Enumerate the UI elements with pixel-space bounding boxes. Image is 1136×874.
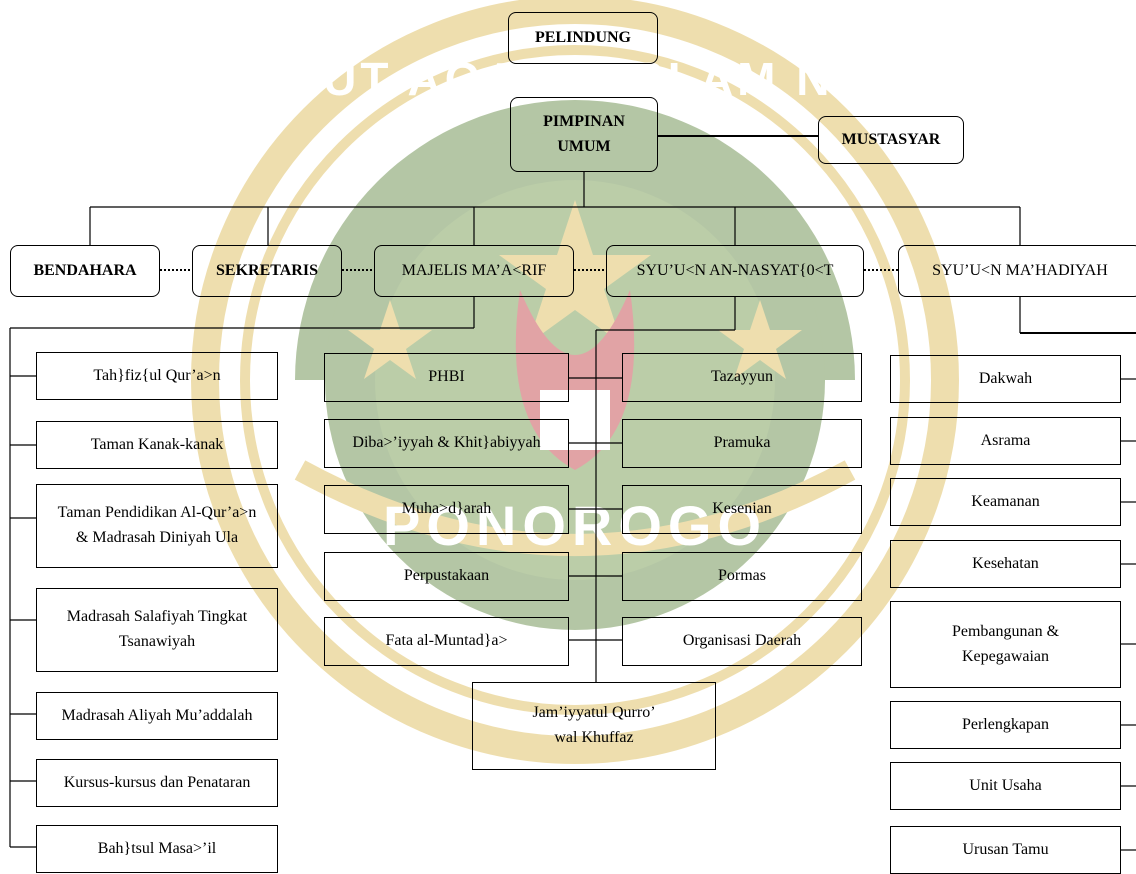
unit-mahadiyah: Unit Usaha — [890, 762, 1121, 810]
unit-majelis-label: Madrasah Salafiyah Tingkat Tsanawiyah — [66, 608, 248, 650]
unit-nasyat-right: Pramuka — [622, 419, 862, 468]
unit-nasyat-right: Pormas — [622, 552, 862, 601]
unit-nasyat-right-label: Organisasi Daerah — [682, 632, 802, 650]
unit-mahadiyah: Urusan Tamu — [890, 826, 1121, 874]
node-bendahara: BENDAHARA — [10, 245, 160, 297]
unit-majelis: Madrasah Aliyah Mu’addalah — [36, 692, 278, 740]
unit-mahadiyah-label: Asrama — [980, 431, 1031, 449]
unit-nasyat-right: Kesenian — [622, 485, 862, 534]
watermark-place-text: PONOROGO — [383, 494, 767, 557]
unit-jamiyyatul-qurro: Jam’iyyatul Qurro’ wal Khuffaz — [472, 682, 716, 770]
unit-nasyat-left: Muha>d}arah — [324, 485, 569, 534]
node-syuun-nasyat: SYU’U<N AN-NASYAT{0<T — [606, 245, 864, 297]
unit-mahadiyah: Keamanan — [890, 478, 1121, 526]
unit-mahadiyah-label: Urusan Tamu — [962, 840, 1049, 858]
node-majelis-maarif: MAJELIS MA’A<RIF — [374, 245, 574, 297]
unit-nasyat-left-label: Muha>d}arah — [401, 500, 492, 518]
unit-majelis: Taman Pendidikan Al-Qur’a>n & Madrasah D… — [36, 484, 278, 568]
unit-mahadiyah: Pembangunan & Kepegawaian — [890, 601, 1121, 688]
unit-nasyat-left-label: Diba>’iyyah & Khit}abiyyah — [352, 434, 541, 452]
unit-nasyat-right-label: Tazayyun — [711, 368, 773, 386]
unit-mahadiyah-label: Perlengkapan — [961, 715, 1050, 733]
unit-nasyat-right: Tazayyun — [622, 353, 862, 402]
node-syuun-mahadiyah-label: SYU’U<N MA’HADIYAH — [932, 261, 1108, 279]
unit-jamiyyatul-qurro-label: Jam’iyyatul Qurro’ wal Khuffaz — [532, 704, 656, 746]
node-pelindung-label: PELINDUNG — [534, 28, 631, 46]
node-bendahara-label: BENDAHARA — [33, 261, 137, 279]
unit-nasyat-left-label: Fata al-Muntad}a> — [385, 632, 508, 650]
node-mustasyar-label: MUSTASYAR — [841, 130, 941, 148]
unit-nasyat-right-label: Kesenian — [712, 500, 772, 518]
unit-nasyat-left: PHBI — [324, 353, 569, 402]
unit-majelis: Tah}fiz{ul Qur’a>n — [36, 352, 278, 400]
unit-nasyat-right-label: Pramuka — [713, 434, 771, 452]
unit-majelis-label: Madrasah Aliyah Mu’addalah — [61, 706, 253, 724]
unit-nasyat-right: Organisasi Daerah — [622, 617, 862, 666]
unit-nasyat-left: Perpustakaan — [324, 552, 569, 601]
unit-majelis: Taman Kanak-kanak — [36, 421, 278, 469]
unit-majelis: Madrasah Salafiyah Tingkat Tsanawiyah — [36, 588, 278, 672]
unit-mahadiyah: Kesehatan — [890, 540, 1121, 588]
unit-mahadiyah-label: Unit Usaha — [969, 776, 1042, 794]
unit-mahadiyah-label: Kesehatan — [972, 554, 1039, 572]
unit-nasyat-left-label: PHBI — [428, 368, 465, 386]
node-syuun-nasyat-label: SYU’U<N AN-NASYAT{0<T — [636, 261, 834, 279]
unit-nasyat-left: Fata al-Muntad}a> — [324, 617, 569, 666]
unit-majelis: Bah}tsul Masa>’il — [36, 825, 278, 873]
unit-nasyat-left: Diba>’iyyah & Khit}abiyyah — [324, 419, 569, 468]
unit-majelis-label: Taman Pendidikan Al-Qur’a>n & Madrasah D… — [57, 504, 257, 546]
node-pelindung: PELINDUNG — [508, 12, 658, 64]
unit-nasyat-right-label: Pormas — [718, 567, 766, 585]
unit-mahadiyah-label: Keamanan — [971, 492, 1040, 510]
unit-majelis-label: Taman Kanak-kanak — [90, 435, 224, 453]
unit-mahadiyah-label: Dakwah — [978, 369, 1033, 387]
unit-majelis-label: Bah}tsul Masa>’il — [97, 839, 217, 857]
unit-mahadiyah: Dakwah — [890, 355, 1121, 403]
unit-majelis-label: Tah}fiz{ul Qur’a>n — [93, 366, 221, 384]
node-syuun-mahadiyah: SYU’U<N MA’HADIYAH — [898, 245, 1136, 297]
node-mustasyar: MUSTASYAR — [818, 116, 964, 164]
node-sekretaris-label: SEKRETARIS — [216, 261, 318, 279]
node-sekretaris: SEKRETARIS — [192, 245, 342, 297]
unit-mahadiyah: Perlengkapan — [890, 701, 1121, 749]
node-pimpinan-umum-label: PIMPINAN UMUM — [543, 112, 625, 155]
node-majelis-maarif-label: MAJELIS MA’A<RIF — [401, 261, 547, 279]
unit-nasyat-left-label: Perpustakaan — [403, 567, 490, 585]
unit-majelis: Kursus-kursus dan Penataran — [36, 759, 278, 807]
watermark-ring-text: INSTITUT AGAMA ISLAM NEGERI — [153, 53, 996, 105]
unit-majelis-label: Kursus-kursus dan Penataran — [63, 773, 251, 791]
unit-mahadiyah-label: Pembangunan & Kepegawaian — [951, 622, 1060, 665]
unit-mahadiyah: Asrama — [890, 417, 1121, 465]
node-pimpinan-umum: PIMPINAN UMUM — [510, 97, 658, 172]
